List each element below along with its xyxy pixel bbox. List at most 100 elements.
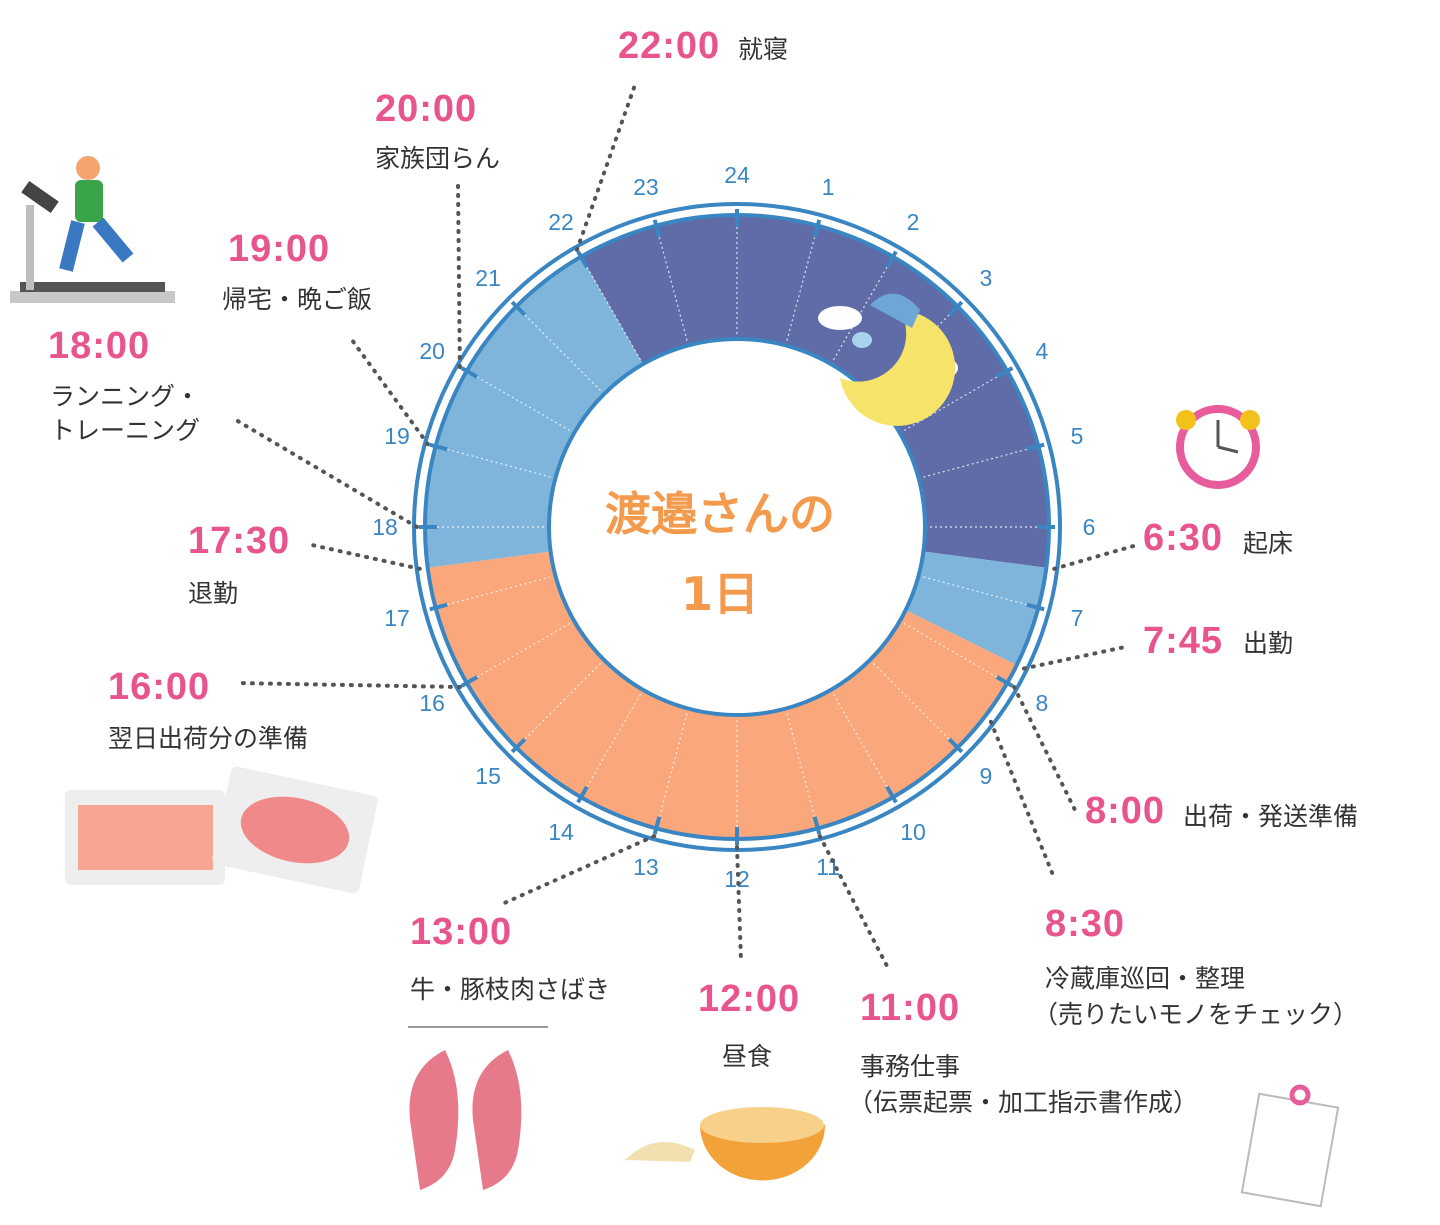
- hour-tick-13: [652, 816, 662, 835]
- hour-tick-11: [812, 816, 822, 835]
- event-time-0630: 6:30: [1143, 517, 1224, 559]
- hour-tick-23: [652, 219, 662, 238]
- event-time-1600: 16:00: [108, 666, 211, 708]
- hour-tick-22: [576, 250, 589, 269]
- center-title-line1: 渡邉さんの: [605, 487, 835, 541]
- event-time-1100: 11:00: [860, 987, 961, 1029]
- hour-divider-15: [515, 659, 605, 749]
- event-time-1900: 19:00: [228, 228, 331, 270]
- hour-label-3: 3: [980, 265, 993, 291]
- hour-tick-3: [947, 300, 964, 317]
- hour-divider-23: [655, 225, 689, 346]
- leader-line-16:00: [234, 681, 462, 689]
- leader-line-17:30: [310, 543, 422, 571]
- leader-line-19:00: [350, 338, 430, 447]
- event-time-2200: 22:00: [618, 25, 721, 67]
- event-label-2000: 家族団らん: [375, 144, 501, 173]
- hour-divider-8: [899, 620, 1008, 684]
- event-time-1300: 13:00: [410, 911, 513, 953]
- hour-label-16: 16: [419, 690, 445, 716]
- hour-label-22: 22: [548, 209, 574, 235]
- hour-divider-19: [435, 445, 556, 479]
- event-label-1600: 翌日出荷分の準備: [108, 724, 309, 753]
- hour-tick-21: [510, 300, 527, 317]
- clipboard-icon: [1240, 1084, 1340, 1208]
- event-label-0630: 起床: [1243, 529, 1294, 558]
- segment-dividers: [425, 215, 1049, 839]
- leader-line-8:30: [988, 719, 1057, 882]
- event-time-0830: 8:30: [1045, 903, 1126, 945]
- event-label-0830-b: （売りたいモノをチェック）: [1033, 1000, 1359, 1029]
- event-label-1300: 牛・豚枝肉さばき: [410, 975, 611, 1004]
- hour-label-4: 4: [1035, 338, 1048, 364]
- hour-divider-11: [785, 708, 819, 829]
- hour-label-12: 12: [724, 866, 750, 892]
- hour-label-6: 6: [1083, 514, 1096, 540]
- hour-tick-19: [429, 442, 448, 452]
- hour-tick-5: [1026, 442, 1045, 452]
- event-label-1730: 退勤: [188, 579, 239, 608]
- hour-label-8: 8: [1035, 690, 1048, 716]
- hour-divider-4: [899, 370, 1008, 434]
- ramen-bowl-icon: [625, 1107, 826, 1181]
- hour-divider-2: [830, 256, 894, 365]
- hour-tick-16: [460, 675, 479, 688]
- event-time-1800: 18:00: [48, 325, 151, 367]
- hour-ticks: [419, 209, 1055, 845]
- hour-tick-7: [1026, 602, 1045, 612]
- hour-label-13: 13: [633, 854, 659, 880]
- outer-ring-2: [412, 202, 1062, 852]
- hour-divider-21: [515, 305, 605, 395]
- hour-tick-15: [510, 737, 527, 754]
- event-label-0800: 出荷・発送準備: [1183, 802, 1359, 831]
- hour-tick-14: [576, 785, 589, 804]
- hour-label-14: 14: [548, 819, 574, 845]
- leader-line-13:00: [498, 834, 657, 907]
- hour-label-24: 24: [724, 162, 750, 188]
- hanging-carcass-icon: [408, 1026, 548, 1190]
- hour-divider-7: [918, 575, 1039, 609]
- hour-divider-16: [466, 620, 575, 684]
- hour-divider-22: [580, 256, 644, 365]
- event-time-0800: 8:00: [1085, 790, 1166, 832]
- hour-tick-4: [995, 366, 1014, 379]
- leader-line-20:00: [456, 183, 462, 369]
- leader-lines: [234, 80, 1139, 970]
- hour-label-1: 1: [822, 174, 835, 200]
- event-label-1100-a: 事務仕事: [860, 1052, 961, 1081]
- event-label-1100-b: （伝票起票・加工指示書作成）: [848, 1088, 1199, 1117]
- hour-divider-10: [830, 689, 894, 798]
- event-time-1200: 12:00: [698, 978, 801, 1020]
- hour-tick-10: [885, 785, 898, 804]
- meat-pack-icon: [65, 766, 378, 894]
- leader-line-12:00: [735, 845, 743, 962]
- event-time-1730: 17:30: [188, 520, 291, 562]
- hour-label-20: 20: [419, 338, 445, 364]
- hour-divider-17: [435, 575, 556, 609]
- hour-divider-1: [785, 225, 819, 346]
- hour-tick-17: [429, 602, 448, 612]
- treadmill-runner-icon: [10, 156, 175, 303]
- hour-label-15: 15: [475, 763, 501, 789]
- event-label-0745: 出勤: [1243, 629, 1294, 658]
- event-label-1900: 帰宅・晩ご飯: [222, 285, 373, 314]
- hour-label-5: 5: [1071, 423, 1084, 449]
- hour-label-10: 10: [900, 819, 926, 845]
- event-label-1800-b: トレーニング: [50, 416, 201, 445]
- moon-sleeping-icon: [818, 293, 958, 426]
- inner-ring: [547, 337, 927, 717]
- hour-tick-9: [947, 737, 964, 754]
- segment-home-3: [424, 256, 643, 568]
- leader-line-22:00: [575, 80, 638, 252]
- event-label-0830-a: 冷蔵庫巡回・整理: [1045, 964, 1246, 993]
- hour-divider-14: [580, 689, 644, 798]
- leader-line-6:30: [1052, 543, 1139, 571]
- hour-label-7: 7: [1071, 605, 1084, 631]
- event-label-1200: 昼食: [722, 1042, 773, 1071]
- hour-label-21: 21: [475, 265, 501, 291]
- event-time-0745: 7:45: [1143, 620, 1224, 662]
- leader-line-18:00: [234, 418, 419, 529]
- event-label-1800-a: ランニング・: [50, 382, 201, 411]
